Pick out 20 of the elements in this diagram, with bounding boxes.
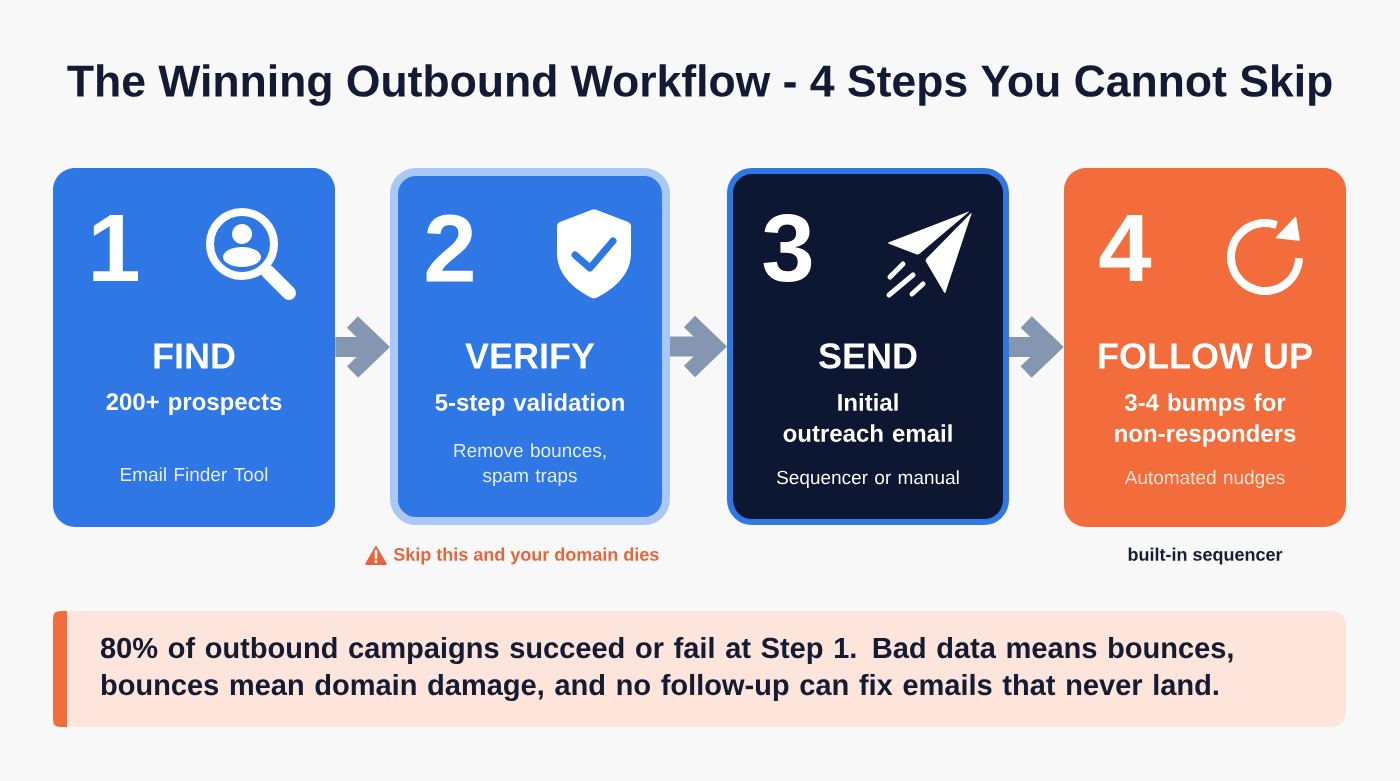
- step-title: FIND: [154, 343, 235, 369]
- step-subtitle: Initial outreach email: [783, 393, 952, 442]
- callout-banner: 80% of outbound campaigns succeed or fail at Step 1. Bad data means bounces, bounces mean domain damage, and no follow-up can fix emails that never land.: [53, 611, 1346, 727]
- step-number: 4: [1099, 214, 1152, 281]
- step-title: FOLLOW UP: [1099, 343, 1312, 369]
- step-number: 2: [426, 214, 473, 282]
- node-label: Skip this and your domain dies: [393, 547, 659, 565]
- step-title: SEND: [819, 343, 917, 369]
- step-note: Sequencer or manual: [777, 470, 959, 488]
- step-number: 3: [763, 213, 812, 283]
- step-subtitle: 5-step validation: [435, 393, 624, 416]
- step-note: Email Finder Tool: [121, 467, 268, 482]
- step-subtitle: 200+ prospects: [106, 393, 282, 415]
- step-note: Automated nudges: [1124, 470, 1285, 488]
- node-label: built-in sequencer: [1128, 547, 1283, 565]
- step-subtitle: 3-4 bumps for non-responders: [1115, 393, 1296, 447]
- title: The Winning Outbound Workflow - 4 Steps You Cannot Skip: [67, 64, 1332, 106]
- step-title: VERIFY: [465, 343, 595, 369]
- step-note: Remove bounces, spam traps: [454, 443, 606, 486]
- step-number: 1: [93, 214, 138, 281]
